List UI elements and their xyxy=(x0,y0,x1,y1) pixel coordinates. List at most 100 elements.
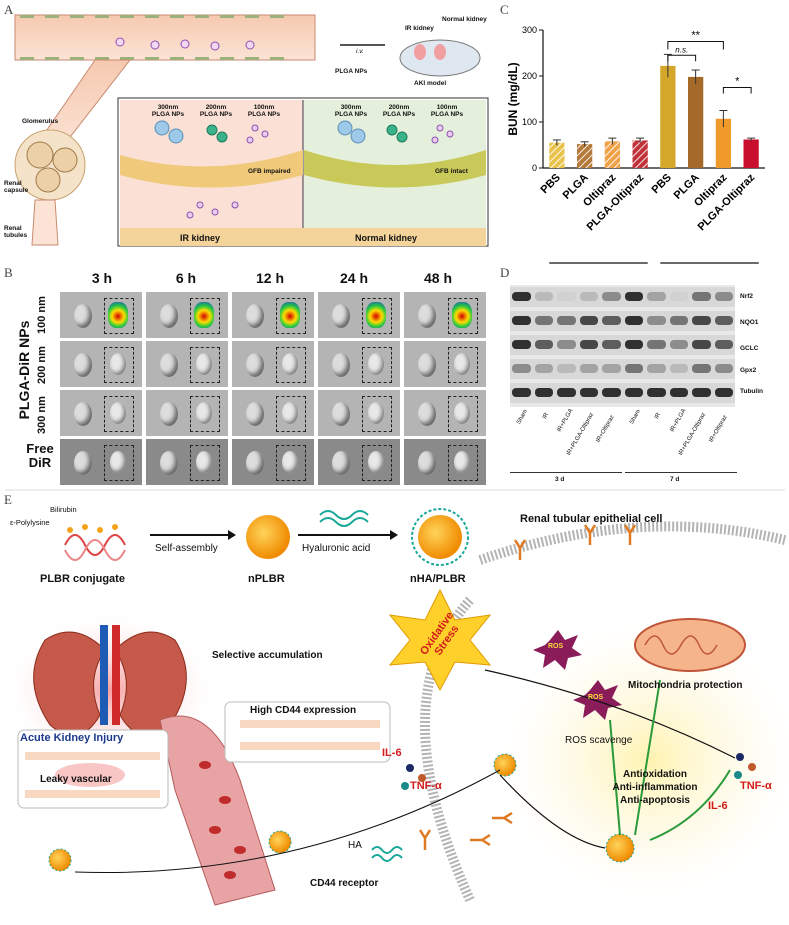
blot-band xyxy=(512,292,531,301)
np300-label-ir: 300nm PLGA NPs xyxy=(151,104,185,118)
kidney-image xyxy=(160,451,178,475)
free-label: Free xyxy=(26,441,54,456)
kidney-image xyxy=(368,451,384,473)
kidney-image xyxy=(246,353,264,377)
plga-nps-label: PLGA NPs xyxy=(335,68,368,75)
fluorescence-signal xyxy=(194,302,214,328)
blot-band xyxy=(624,388,643,397)
blot-band xyxy=(579,388,598,397)
bilirubin-label: Bilirubin xyxy=(50,505,77,514)
blot-band xyxy=(669,364,688,373)
ros-label-1: ROS xyxy=(548,643,564,650)
y-tick-label: 200 xyxy=(522,71,537,81)
blot-row xyxy=(510,311,735,331)
roi-box xyxy=(276,298,306,334)
bar xyxy=(743,139,759,168)
blot-row xyxy=(510,335,735,355)
timepoint-24h: 24 h xyxy=(339,270,368,286)
lane-label: IR+PLGA xyxy=(669,408,687,434)
roi-box xyxy=(104,396,134,432)
roi-box xyxy=(190,396,220,432)
selective-accumulation-label: Selective accumulation xyxy=(212,650,323,661)
blot-band xyxy=(669,316,688,325)
roi-box xyxy=(362,298,392,334)
kidney-image xyxy=(74,353,92,377)
group-3d-line xyxy=(510,472,622,473)
blot-band xyxy=(602,388,621,397)
imaging-cell xyxy=(404,390,486,436)
ir-kidney-label: IR kidney xyxy=(405,25,434,32)
imaging-cell xyxy=(60,292,142,338)
blot-band xyxy=(557,340,576,349)
roi-box xyxy=(362,347,392,383)
leaky-vascular-label: Leaky vascular xyxy=(40,774,112,785)
blot-band xyxy=(647,340,666,349)
roi-box xyxy=(362,445,392,481)
blot-band xyxy=(714,292,733,301)
significance-bracket xyxy=(667,41,724,50)
tubular-cell-label: Renal tubular epithelial cell xyxy=(520,513,663,525)
ros-label-2: ROS xyxy=(588,694,604,701)
blot-band xyxy=(534,292,553,301)
lane-label: IR xyxy=(541,412,550,421)
imaging-cell xyxy=(60,341,142,387)
aki-label: Acute Kidney Injury xyxy=(20,732,124,744)
blot-band xyxy=(557,316,576,325)
bar-hatch xyxy=(604,141,621,168)
blot-band xyxy=(557,364,576,373)
dir-label: DiR xyxy=(28,455,52,470)
kidney-image xyxy=(418,304,436,328)
kidney-image xyxy=(246,402,264,426)
blot-band xyxy=(602,316,621,325)
kidney-image xyxy=(196,402,212,424)
tnfa-label-right: TNF-α xyxy=(740,780,772,792)
kidney-image xyxy=(332,304,350,328)
blot-band xyxy=(512,364,531,373)
blot-band xyxy=(692,364,711,373)
normal-kidney-bottom-label: Normal kidney xyxy=(355,233,418,243)
band-nrf2: Nrf2 xyxy=(740,293,754,300)
ha-label: HA xyxy=(348,840,362,851)
lane-label: IR xyxy=(654,412,663,421)
blot-band xyxy=(647,292,666,301)
kidney-image xyxy=(74,304,92,328)
hyaluronic-label: Hyaluronic acid xyxy=(302,543,371,554)
bar xyxy=(715,118,732,168)
band-nqo1: NQO1 xyxy=(740,319,759,326)
gfb-intact-label: GFB intact xyxy=(435,168,468,175)
blot-band xyxy=(669,292,688,301)
blot-band xyxy=(512,340,531,349)
ros-scavenge-label: ROS scavenge xyxy=(565,735,633,746)
bar-hatch xyxy=(632,140,648,168)
imaging-grid xyxy=(60,292,492,486)
fluorescence-signal xyxy=(452,302,472,328)
imaging-cell xyxy=(146,439,228,485)
cd44-receptor-label: CD44 receptor xyxy=(310,878,379,889)
kidney-image xyxy=(196,353,212,375)
ir-kidney-bottom-label: IR kidney xyxy=(180,233,221,243)
bar xyxy=(660,65,676,168)
imaging-cell xyxy=(60,439,142,485)
blot-band xyxy=(579,340,598,349)
blot-band xyxy=(534,340,553,349)
blot-band xyxy=(602,292,621,301)
band-tubulin: Tubulin xyxy=(740,388,763,395)
roi-box xyxy=(448,396,478,432)
kidney-image xyxy=(110,353,126,375)
renal-capsule-label: Renal capsule xyxy=(4,180,29,194)
panel-e-label: E xyxy=(4,492,12,507)
lane-label: IR+PLGA xyxy=(556,408,575,434)
kidney-image xyxy=(418,402,436,426)
kidney-image xyxy=(196,451,212,473)
np200-label-ir: 200nm PLGA NPs xyxy=(199,104,233,118)
band-labels: Nrf2 NQO1 GCLC Gpx2 Tubulin xyxy=(740,288,789,408)
panel-b-label: B xyxy=(4,265,13,280)
significance-bracket xyxy=(722,87,752,94)
blot-band xyxy=(602,364,621,373)
blot-band xyxy=(692,340,711,349)
imaging-cell xyxy=(232,439,314,485)
blot-band xyxy=(647,316,666,325)
fluorescence-signal xyxy=(366,302,386,328)
